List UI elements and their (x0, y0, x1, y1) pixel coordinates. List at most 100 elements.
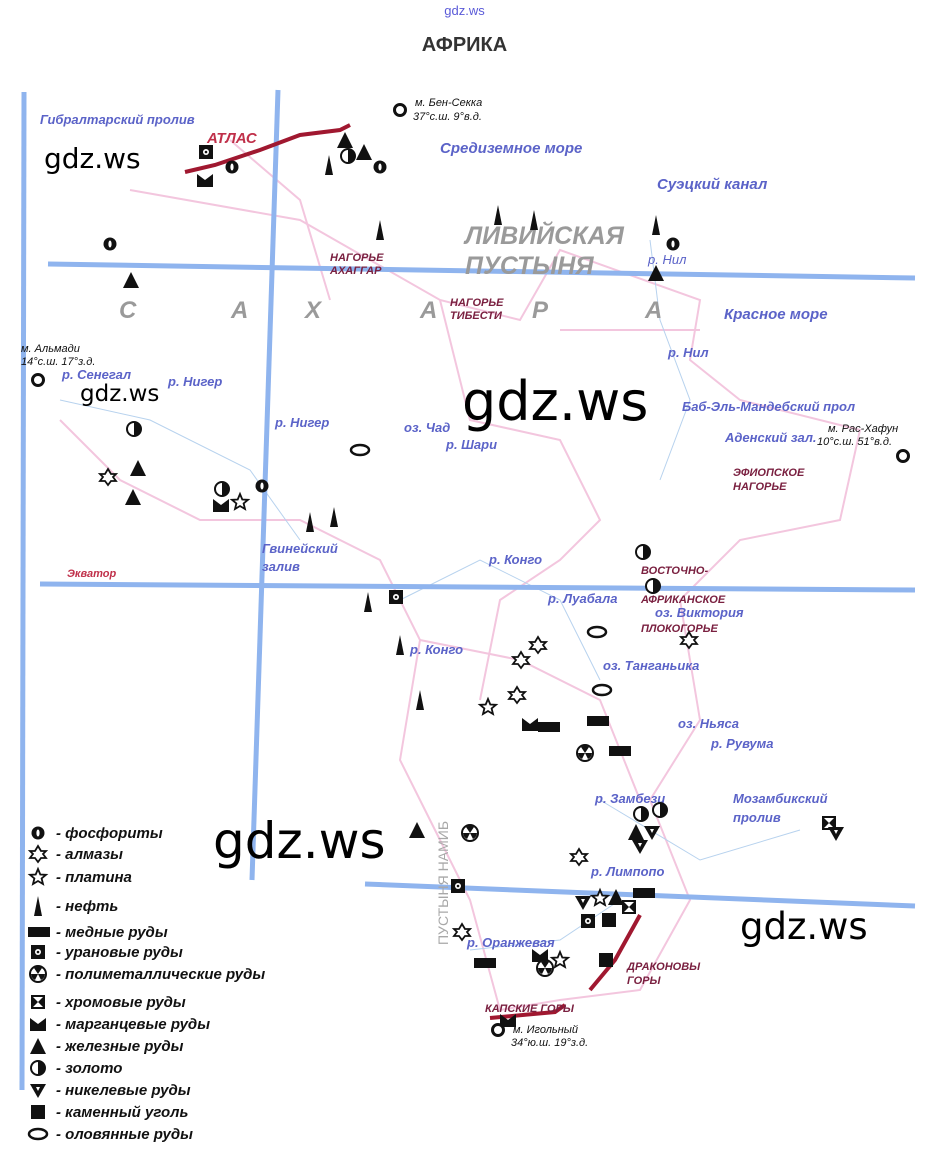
legend-label: - урановые руды (56, 943, 183, 961)
chrome-icon (619, 897, 639, 917)
copper-icon (474, 953, 496, 973)
tin-icon (27, 1127, 49, 1141)
diamond-icon (510, 650, 532, 670)
polymetal-icon (535, 958, 555, 978)
label-mediterranean: Средиземное море (440, 140, 583, 157)
iron-icon (121, 270, 141, 290)
iron-icon (626, 822, 646, 842)
label-suez: Суэцкий канал (657, 176, 768, 193)
legend-item-polymetal: - полиметаллические руды (24, 964, 265, 984)
polymetal-icon (29, 965, 47, 983)
label-atlas: АТЛАС (207, 130, 257, 147)
platinum-icon (589, 887, 611, 908)
diamond-icon (97, 467, 119, 487)
oil-icon (524, 210, 544, 230)
cape-icon (488, 1020, 508, 1040)
phosphorite-icon (100, 234, 120, 254)
oil-icon (488, 205, 508, 225)
label-shari: р. Шари (446, 437, 498, 452)
legend-item-diamond: - алмазы (24, 844, 123, 864)
oil-icon (390, 635, 410, 655)
iron-icon (128, 458, 148, 478)
legend-label: - платина (56, 868, 132, 886)
label-agulhas-1: м. Игольный (513, 1024, 578, 1036)
label-drakensberg-2: ГОРЫ (627, 975, 661, 987)
chrome-icon (819, 813, 839, 833)
legend-item-chrome: - хромовые руды (24, 992, 186, 1012)
label-ruvuma: р. Рувума (711, 736, 774, 751)
legend-label: - алмазы (56, 845, 123, 863)
copper-icon (538, 717, 560, 737)
watermark: gdz.ws (44, 142, 141, 175)
oil-icon (370, 220, 390, 240)
legend-item-iron: - железные руды (24, 1036, 183, 1056)
rivers (59, 239, 801, 951)
legend-label: - оловянные руды (56, 1125, 193, 1143)
polymetal-icon (460, 823, 480, 843)
label-mozambique-2: пролив (733, 810, 781, 825)
legend-label: - хромовые руды (56, 993, 186, 1011)
nickel-icon (573, 892, 593, 912)
uranium-icon (386, 587, 406, 607)
legend-item-manganese: - марганцевые руды (24, 1014, 210, 1034)
label-almadi-1: м. Альмади (21, 343, 80, 355)
label-equator: Экватор (67, 568, 117, 580)
cape-icon (390, 100, 410, 120)
polymetal-icon (575, 743, 595, 763)
label-victoria: оз. Виктория (655, 605, 744, 620)
label-limpopo: р. Лимпопо (591, 864, 665, 879)
coal-icon (31, 1105, 45, 1119)
gold-icon (650, 800, 670, 820)
label-ras-hafun-2: 10°с.ш. 51°в.д. (817, 436, 893, 448)
chrome-icon (31, 995, 45, 1009)
watermark: gdz.ws (462, 370, 649, 433)
label-congo-1: р. Конго (489, 552, 543, 567)
sahara-letter: А (420, 297, 438, 324)
oil-icon (324, 507, 344, 527)
diamond-icon (451, 922, 473, 942)
manganese-icon (520, 714, 540, 734)
platinum-icon (477, 696, 499, 717)
label-orange: р. Оранжевая (467, 935, 555, 950)
copper-icon (28, 927, 50, 937)
phosphorite-icon (31, 826, 45, 840)
label-agulhas-2: 34°ю.ш. 19°з.д. (511, 1037, 589, 1049)
legend-label: - нефть (56, 897, 119, 915)
label-red-sea: Красное море (724, 306, 828, 323)
iron-icon (123, 487, 143, 507)
copper-icon (609, 741, 631, 761)
label-ras-hafun-1: м. Рас-Хафун (828, 423, 899, 435)
platinum-icon (229, 491, 251, 512)
label-niger-1: р. Нигер (168, 374, 223, 389)
top-watermark[interactable]: gdz.ws (444, 3, 485, 18)
nickel-icon (30, 1084, 46, 1098)
uranium-icon (31, 945, 45, 959)
diamond-icon (27, 844, 49, 864)
platinum-icon (549, 949, 571, 970)
nickel-icon (630, 836, 650, 856)
cape-icon (28, 370, 48, 390)
label-tibesti-2: ТИБЕСТИ (450, 310, 502, 322)
label-nyasa: оз. Ньяса (678, 716, 740, 731)
label-gibraltar: Гибралтарский пролив (40, 112, 195, 127)
platinum-icon (27, 866, 49, 886)
legend-label: - золото (56, 1059, 123, 1077)
legend-item-gold: - золото (24, 1058, 122, 1078)
oil-icon (300, 512, 320, 532)
manganese-icon (30, 1018, 46, 1031)
gold-icon (633, 542, 653, 562)
label-ben-sekka-2: 37°с.ш. 9°в.д. (413, 111, 482, 123)
watermark: gdz.ws (213, 812, 386, 870)
page-title: АФРИКА (421, 34, 508, 56)
tin-icon (586, 622, 608, 642)
label-lualaba: р. Луабала (548, 591, 618, 606)
label-aden: Аденский зал. (725, 430, 817, 445)
uranium-icon (448, 876, 468, 896)
label-ethiopian-1: ЭФИОПСКОЕ (733, 467, 805, 479)
phosphorite-icon (370, 157, 390, 177)
sahara-letter: Р (532, 297, 549, 324)
gold-icon (30, 1060, 46, 1076)
legend-label: - полиметаллические руды (56, 965, 266, 983)
legend-label: - марганцевые руды (56, 1015, 211, 1033)
legend-item-copper: - медные руды (24, 922, 168, 942)
